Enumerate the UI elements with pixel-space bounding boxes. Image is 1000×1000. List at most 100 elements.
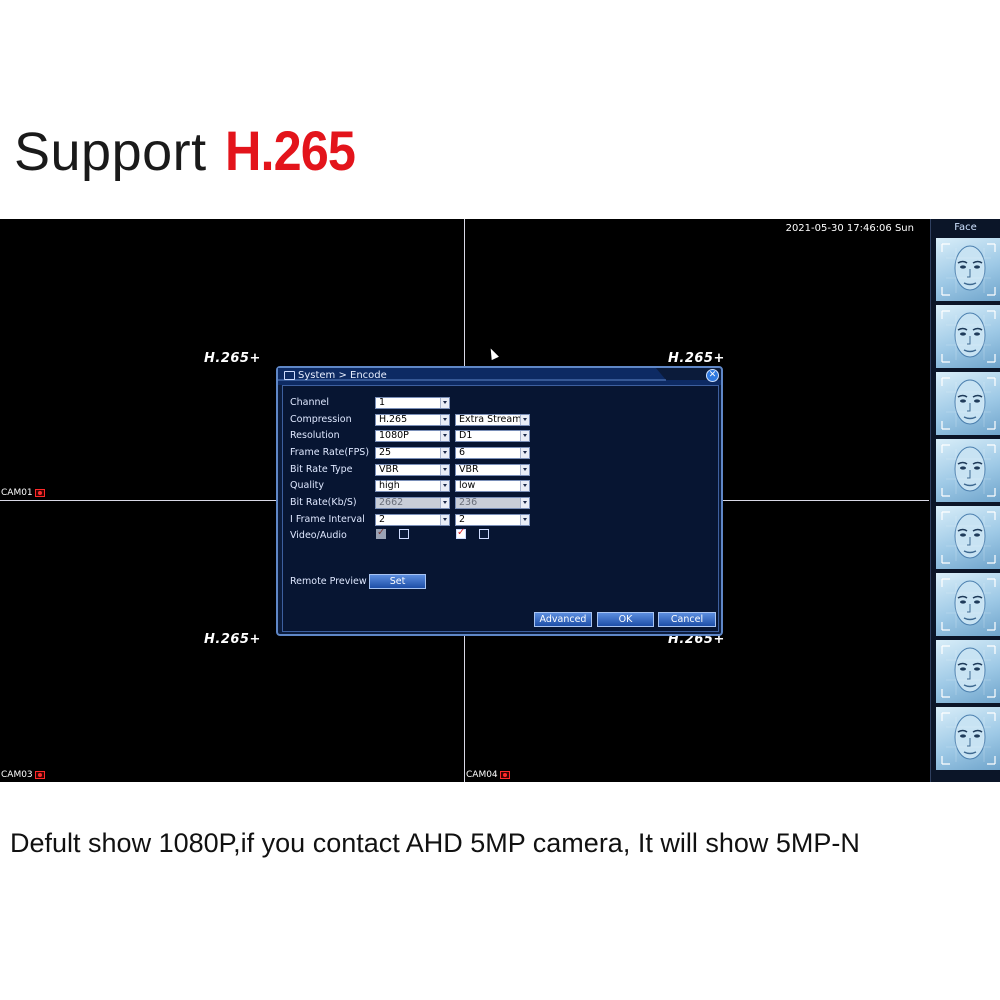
face-icon [941,310,996,363]
face-icon [941,444,996,497]
select-value: 2 [459,514,466,525]
face-panel-title: Face [954,222,977,233]
video-audio-label: Video/Audio [290,530,347,541]
caption-text: Defult show 1080P,if you contact AHD 5MP… [10,828,860,858]
ok-button[interactable]: OK [597,612,654,627]
chevron-down-icon [440,448,449,458]
main-video-checkbox [376,527,386,539]
codec-tag: H.265+ [204,632,261,647]
i-frame-main-select[interactable]: 2 [375,514,450,526]
select-value: 6 [459,447,466,458]
chevron-down-icon [520,448,529,458]
face-thumbnail[interactable] [936,640,1000,703]
extra-audio-checkbox[interactable] [479,529,489,539]
headline-accent: H.265 [224,119,356,182]
record-icon [499,771,510,779]
face-icon [941,645,996,698]
resolution-extra-select[interactable]: D1 [455,430,530,442]
chevron-down-icon [440,498,449,508]
resolution-label: Resolution [290,430,340,441]
advanced-button[interactable]: Advanced [534,612,592,627]
bit-rate-type-label: Bit Rate Type [290,464,353,475]
select-value: 1 [379,397,386,408]
encode-dialog: System > Encode ✕ Channel 1 Compression … [276,366,723,636]
dialog-title: System > Encode [298,370,387,381]
face-thumbnail[interactable] [936,372,1000,435]
camera-label-cam01: CAM01 [1,488,45,498]
quality-label: Quality [290,480,324,491]
quality-extra-select[interactable]: low [455,480,530,492]
face-thumbnail[interactable] [936,707,1000,770]
chevron-down-icon [440,481,449,491]
chevron-down-icon [520,515,529,525]
extra-video-checkbox[interactable] [456,527,466,539]
select-value: 1080P [379,430,409,441]
chevron-down-icon [440,415,449,425]
main-audio-checkbox[interactable] [399,529,409,539]
datetime-display: 2021-05-30 17:46:06 Sun [785,223,914,234]
i-frame-interval-label: I Frame Interval [290,514,365,525]
record-icon [34,771,45,779]
quality-main-select[interactable]: high [375,480,450,492]
codec-tag: H.265+ [204,351,261,366]
bit-rate-extra-select: 236 [455,497,530,509]
face-thumbnail[interactable] [936,305,1000,368]
chevron-down-icon [440,398,449,408]
record-icon [34,489,45,497]
resolution-main-select[interactable]: 1080P [375,430,450,442]
frame-rate-extra-select[interactable]: 6 [455,447,530,459]
face-detection-panel: Face [930,219,1000,782]
chevron-down-icon [440,515,449,525]
face-icon [941,578,996,631]
chevron-down-icon [520,431,529,441]
camera-name: CAM04 [466,770,498,780]
remote-preview-label: Remote Preview [290,576,367,587]
compression-label: Compression [290,414,352,425]
channel-select[interactable]: 1 [375,397,450,409]
i-frame-extra-select[interactable]: 2 [455,514,530,526]
face-thumbnail[interactable] [936,238,1000,301]
camera-label-cam03: CAM03 [1,770,45,780]
compression-extra-select[interactable]: Extra Stream [455,414,530,426]
select-value: H.265 [379,414,408,425]
select-value: Extra Stream [459,414,522,425]
frame-rate-label: Frame Rate(FPS) [290,447,370,458]
close-button[interactable]: ✕ [706,369,719,382]
select-value: low [459,480,476,491]
face-icon [941,511,996,564]
face-icon [941,377,996,430]
frame-rate-main-select[interactable]: 25 [375,447,450,459]
face-icon [941,243,996,296]
select-value: high [379,480,400,491]
headline: Support H.265 [14,118,369,188]
chevron-down-icon [520,498,529,508]
codec-tag: H.265+ [668,351,725,366]
select-value: 25 [379,447,392,458]
chevron-down-icon [520,415,529,425]
camera-label-cam04: CAM04 [466,770,510,780]
chevron-down-icon [440,465,449,475]
cancel-button[interactable]: Cancel [658,612,716,627]
face-thumbnail[interactable] [936,573,1000,636]
settings-icon [284,371,295,380]
face-icon [941,712,996,765]
face-thumbnail[interactable] [936,439,1000,502]
select-value: 236 [459,497,478,508]
select-value: 2662 [379,497,404,508]
set-button[interactable]: Set [369,574,426,589]
select-value: D1 [459,430,473,441]
dialog-header-shape [278,368,721,385]
chevron-down-icon [440,431,449,441]
dialog-body: Channel 1 Compression H.265 Extra Stream… [282,385,719,632]
camera-name: CAM03 [1,770,33,780]
bit-rate-label: Bit Rate(Kb/S) [290,497,357,508]
chevron-down-icon [520,481,529,491]
bit-rate-type-extra-select[interactable]: VBR [455,464,530,476]
face-thumbnail[interactable] [936,506,1000,569]
compression-main-select[interactable]: H.265 [375,414,450,426]
select-value: VBR [379,464,399,475]
bit-rate-type-main-select[interactable]: VBR [375,464,450,476]
chevron-down-icon [520,465,529,475]
select-value: 2 [379,514,386,525]
headline-text: Support [14,122,207,182]
